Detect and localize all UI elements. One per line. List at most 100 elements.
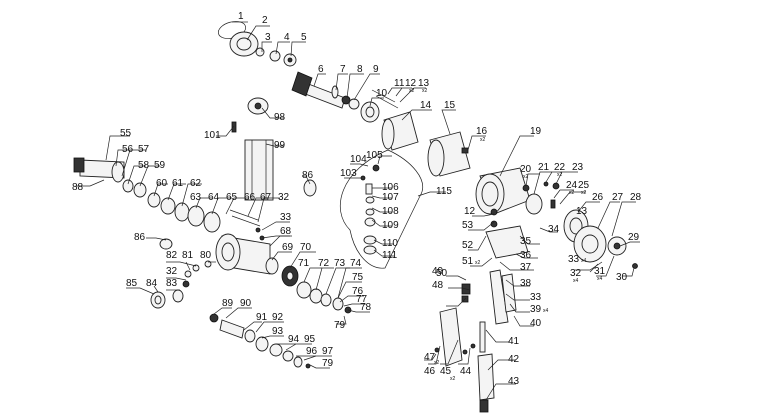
part-label: 56 [122,144,134,155]
part-label: 83 [166,278,178,289]
part-label: 27 [612,192,624,203]
part-label: 57 [138,144,150,155]
part-label: 105 [366,150,383,161]
qty-label: x4 [543,308,549,314]
part-label: 66 [244,192,256,203]
part-label: 39 [530,304,542,315]
part-label: 8 [357,64,363,75]
part-label: 55 [120,128,132,139]
part-label: 93 [272,326,284,337]
part-label: 33 [280,212,292,223]
part-label: 29 [628,232,640,243]
part-label: 25 [578,180,590,191]
leader-lines [76,21,640,401]
part-label: 49 [432,266,444,277]
part-label: 73 [334,258,346,269]
part-label: 64 [208,192,220,203]
part-label: 70 [300,242,312,253]
part-label: 31 [594,266,606,277]
qty-label: x2 [480,137,486,143]
part-label: 32 [166,266,178,277]
part-label: 111 [382,250,398,261]
part-label: 26 [592,192,604,203]
part-label: 16 [476,126,488,137]
part-label: 7 [340,64,346,75]
part-label: 14 [420,100,432,111]
part-label: 15 [444,100,456,111]
part-label: 71 [298,258,310,269]
part-label: 33 [530,292,542,303]
part-label: 82 [166,250,178,261]
part-label: 67 [260,192,272,203]
part-label: 5 [301,32,307,43]
part-label: 99 [274,140,286,151]
part-label: 62 [190,178,202,189]
part-label: 95 [304,334,316,345]
part-label: 6 [318,64,324,75]
part-label: 51 [462,256,474,267]
part-label: 75 [352,272,364,283]
qty-label: x2 [523,174,529,180]
part-label: 86 [302,170,314,181]
part-label: 69 [282,242,294,253]
part-label: 81 [182,250,194,261]
part-label: 74 [350,258,362,269]
part-label: 53 [462,220,474,231]
part-label: 13 [576,206,588,217]
qty-label: x2 [422,88,428,94]
part-label: 85 [126,278,138,289]
part-label: 61 [172,178,184,189]
part-label: 115 [436,186,452,197]
part-label: 48 [432,280,444,291]
part-drawings [73,21,638,413]
part-label: 68 [280,226,292,237]
part-label: 94 [288,334,300,345]
part-label: 80 [200,250,212,261]
part-label: 63 [190,192,202,203]
part-label: 23 [572,162,584,173]
part-label: 60 [156,178,168,189]
qty-label: x2 [434,360,440,366]
part-label: 4 [284,32,290,43]
part-label: 86 [134,232,146,243]
part-label: 19 [530,126,542,137]
part-label: 34 [548,224,560,235]
qty-label: x2 [557,172,563,178]
part-label: 77 [356,294,368,305]
part-label: 103 [340,168,357,179]
part-label: 89 [222,298,234,309]
part-label: 2 [262,15,268,26]
part-label: 32 [278,192,290,203]
part-label: 24 [566,180,578,191]
part-label: 101 [204,130,221,141]
part-label: 42 [508,354,520,365]
part-label: 40 [530,318,542,329]
part-label: 76 [352,286,364,297]
part-label: 43 [508,376,520,387]
part-label: 44 [460,366,472,377]
part-label: 36 [520,250,532,261]
part-label: 96 [306,346,318,357]
part-label: 79 [334,320,346,331]
part-label: 41 [508,336,520,347]
qty-label: x2 [475,260,481,266]
qty-label: x2 [569,190,575,196]
part-label: 91 [256,312,268,323]
part-label: 46 [424,366,436,377]
part-labels: 1 2 3 4 5 6 7 8 9 10 11 12 x2 13 x2 14 1… [72,11,642,387]
part-label: 11 [394,78,405,89]
part-label: 72 [318,258,330,269]
part-label: 97 [322,346,334,357]
part-label: 1 [238,11,244,22]
part-label: 13 [418,78,430,89]
part-label: 109 [382,220,399,231]
part-label: 22 [554,162,566,173]
part-label: 90 [240,298,252,309]
part-label: 58 [138,160,150,171]
part-label: 50 [436,268,448,279]
qty-label: x2 [581,190,587,196]
part-label: 30 [616,272,628,283]
part-label: 12 [405,78,417,89]
part-label: 45 [440,366,452,377]
